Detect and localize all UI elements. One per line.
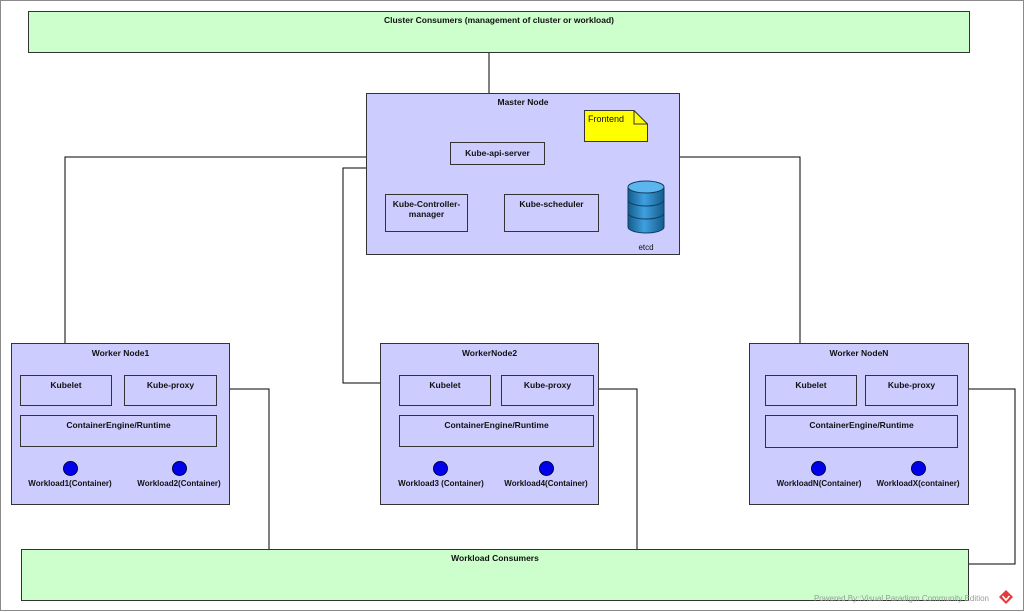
worker-node-n: Worker NodeN Kubelet Kube-proxy Containe… bbox=[749, 343, 969, 505]
kubelet-box: Kubelet bbox=[765, 375, 857, 406]
frontend-note bbox=[584, 110, 648, 142]
kube-scheduler-box: Kube-scheduler bbox=[504, 194, 599, 232]
kube-proxy-label: Kube-proxy bbox=[146, 380, 195, 390]
container-engine-box: ContainerEngine/Runtime bbox=[399, 415, 594, 447]
kube-controller-manager-label: Kube-Controller-manager bbox=[392, 199, 461, 219]
workload-4-container-dot-icon bbox=[539, 461, 554, 476]
worker-node-1-title: Worker Node1 bbox=[91, 348, 150, 358]
container-engine-box: ContainerEngine/Runtime bbox=[20, 415, 217, 447]
container-engine-label: ContainerEngine/Runtime bbox=[66, 420, 171, 430]
workload-4-label: Workload4(Container) bbox=[504, 479, 588, 488]
master-node-title: Master Node bbox=[497, 97, 549, 107]
workload-3-label: Workload3 (Container) bbox=[398, 479, 484, 488]
kubelet-label: Kubelet bbox=[50, 380, 82, 390]
workload-2-label: Workload2(Container) bbox=[137, 479, 221, 488]
powered-by-footer: Powered By::Visual Paradigm Community Ed… bbox=[813, 594, 989, 603]
etcd-label: etcd bbox=[638, 243, 654, 252]
line-workerN-to-consumers bbox=[957, 388, 1016, 565]
kube-controller-manager-box: Kube-Controller-manager bbox=[385, 194, 468, 232]
kube-proxy-box: Kube-proxy bbox=[501, 375, 594, 406]
workload-x-container-dot-icon bbox=[911, 461, 926, 476]
database-cylinder-icon bbox=[627, 180, 665, 234]
worker-node-n-title: Worker NodeN bbox=[829, 348, 889, 358]
container-engine-box: ContainerEngine/Runtime bbox=[765, 415, 958, 448]
kube-proxy-box: Kube-proxy bbox=[865, 375, 958, 406]
cluster-consumers-label: Cluster Consumers (management of cluster… bbox=[383, 15, 615, 25]
workload-2-container-dot-icon bbox=[172, 461, 187, 476]
container-engine-label: ContainerEngine/Runtime bbox=[444, 420, 549, 430]
cluster-consumers-box: Cluster Consumers (management of cluster… bbox=[28, 11, 970, 53]
kube-proxy-label: Kube-proxy bbox=[887, 380, 936, 390]
kube-api-server-box: Kube-api-server bbox=[450, 142, 545, 165]
line-api-to-worker1 bbox=[64, 156, 450, 344]
workload-consumers-box: Workload Consumers bbox=[21, 549, 969, 601]
kube-proxy-box: Kube-proxy bbox=[124, 375, 217, 406]
kube-api-server-label: Kube-api-server bbox=[465, 148, 530, 158]
container-engine-label: ContainerEngine/Runtime bbox=[809, 420, 914, 430]
visual-paradigm-logo-icon bbox=[999, 590, 1013, 604]
kube-proxy-label: Kube-proxy bbox=[523, 380, 572, 390]
frontend-note-label: Frontend bbox=[588, 114, 625, 124]
kubelet-label: Kubelet bbox=[795, 380, 827, 390]
workload-consumers-label: Workload Consumers bbox=[451, 553, 539, 563]
worker-node-2-title: WorkerNode2 bbox=[461, 348, 518, 358]
kubelet-box: Kubelet bbox=[399, 375, 491, 406]
workload-1-label: Workload1(Container) bbox=[28, 479, 112, 488]
worker-node-1: Worker Node1 Kubelet Kube-proxy Containe… bbox=[11, 343, 230, 505]
workload-n-label: WorkloadN(Container) bbox=[776, 479, 862, 488]
workload-1-container-dot-icon bbox=[63, 461, 78, 476]
line-worker1-to-consumers bbox=[216, 388, 270, 549]
workload-3-container-dot-icon bbox=[433, 461, 448, 476]
frontend-note-text-wrap: Frontend bbox=[584, 110, 644, 140]
worker-node-2: WorkerNode2 Kubelet Kube-proxy Container… bbox=[380, 343, 599, 505]
workload-n-container-dot-icon bbox=[811, 461, 826, 476]
workload-x-label: WorkloadX(container) bbox=[876, 479, 960, 488]
kube-scheduler-label: Kube-scheduler bbox=[519, 199, 584, 209]
line-worker2-to-consumers bbox=[593, 388, 638, 549]
kubelet-box: Kubelet bbox=[20, 375, 112, 406]
kubelet-label: Kubelet bbox=[429, 380, 461, 390]
